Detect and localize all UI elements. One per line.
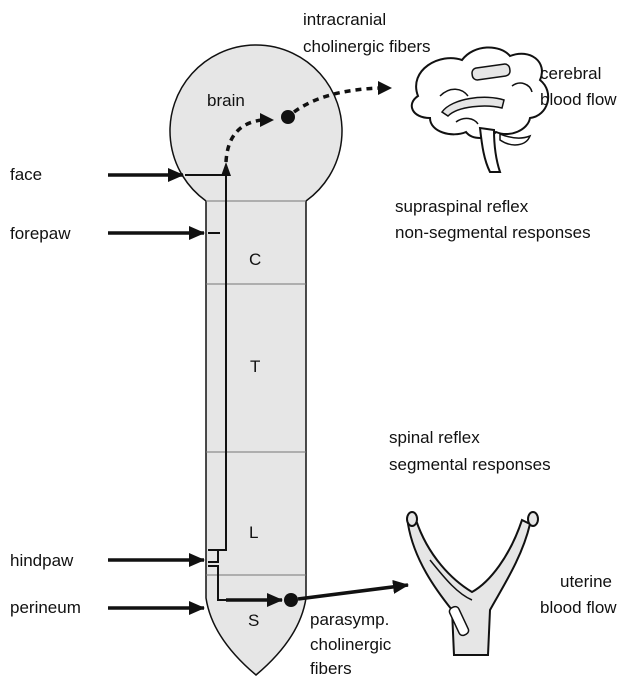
segment-label-t: T (250, 357, 260, 376)
forepaw-label: forepaw (10, 224, 71, 243)
uterine-label-line2: blood flow (540, 598, 617, 617)
supraspinal-label-line2: non-segmental responses (395, 223, 591, 242)
segment-label-s: S (248, 611, 259, 630)
brain-icon (412, 47, 548, 172)
spinal-label-line2: segmental responses (389, 455, 551, 474)
cerebral-label-line1: cerebral (540, 64, 601, 83)
spinal-label-line1: spinal reflex (389, 428, 480, 447)
intracranial-node (281, 110, 295, 124)
parasymp-label-line3: fibers (310, 659, 352, 678)
parasymp-label-line1: parasymp. (310, 610, 389, 629)
cerebral-label-line2: blood flow (540, 90, 617, 109)
parasymp-node (284, 593, 298, 607)
intracranial-label-line1: intracranial (303, 10, 386, 29)
uterus-icon (407, 512, 538, 655)
supraspinal-label-line1: supraspinal reflex (395, 197, 529, 216)
hindpaw-label: hindpaw (10, 551, 74, 570)
parasymp-label-line2: cholinergic (310, 635, 392, 654)
uterine-label-line1: uterine (560, 572, 612, 591)
intracranial-label-line2: cholinergic fibers (303, 37, 431, 56)
brain-label: brain (207, 91, 245, 110)
segment-label-l: L (249, 523, 258, 542)
face-label: face (10, 165, 42, 184)
cerebral-dashed-arrowhead (378, 81, 392, 95)
uterine-output-arrow (298, 585, 408, 599)
perineum-label: perineum (10, 598, 81, 617)
segment-label-c: C (249, 250, 261, 269)
